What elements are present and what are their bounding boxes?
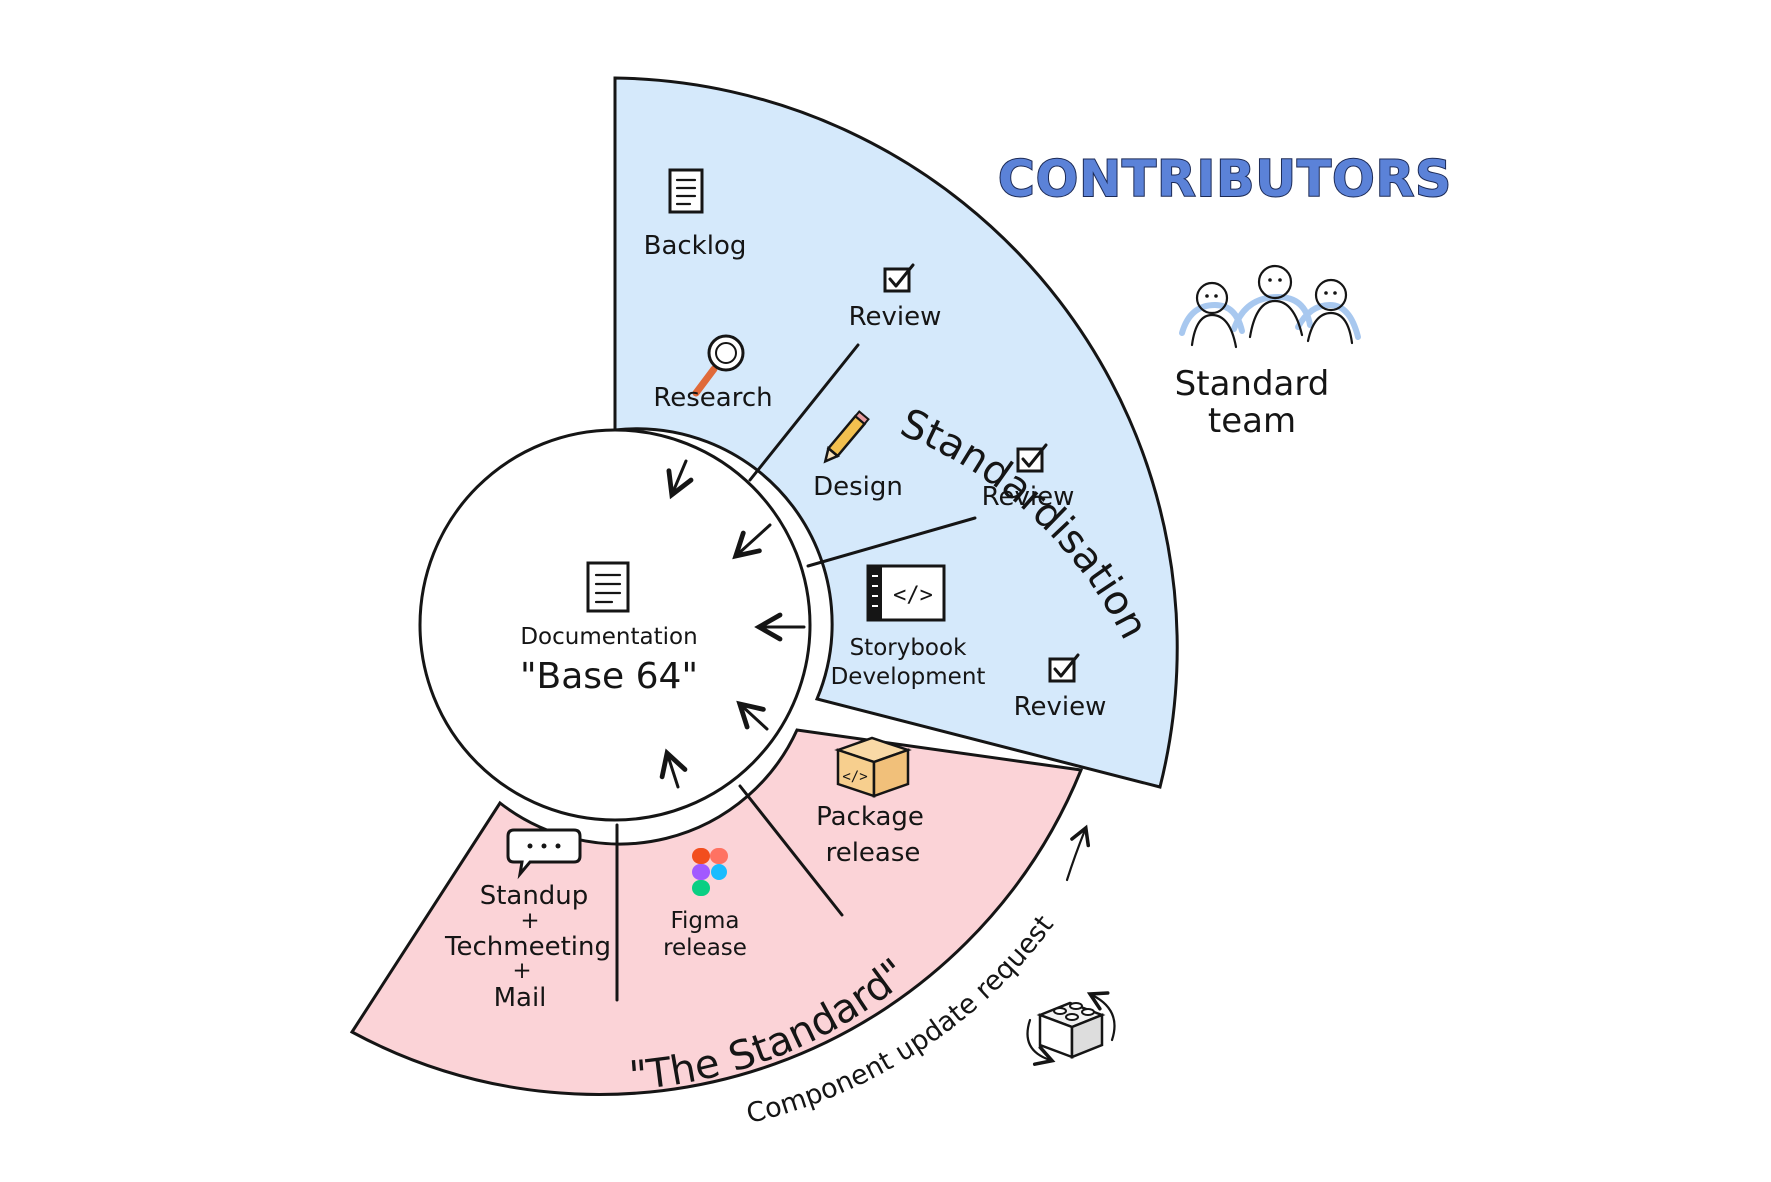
figma-label: Figma: [670, 908, 739, 934]
divider-line-1: [748, 343, 860, 482]
backlog-label: Backlog: [644, 231, 747, 261]
storybook-label: Storybook: [850, 635, 968, 661]
mail-label: Mail: [494, 983, 547, 1013]
center-circle: [418, 428, 812, 822]
arrow-to-center-2: [732, 523, 772, 560]
package-box-icon: </>: [834, 736, 912, 798]
techmeeting-label: Techmeeting: [444, 932, 611, 962]
figma-release-label: release: [663, 935, 747, 961]
documentation-label: Documentation: [520, 624, 697, 650]
backlog-icon: [668, 168, 704, 214]
checkbox-icon: [883, 263, 915, 293]
checkbox-icon: [1016, 443, 1048, 473]
review-label-2: Review: [982, 482, 1075, 512]
contributors-title: CONTRIBUTORS: [998, 150, 1452, 208]
svg-text:</>: </>: [842, 769, 867, 785]
standard-team-label-1: Standard: [1175, 364, 1330, 404]
base64-label: "Base 64": [520, 656, 698, 697]
plus-label-1: +: [520, 908, 539, 934]
development-label: Development: [831, 664, 986, 690]
arrow-to-center-4: [736, 700, 769, 731]
update-request-arrow: [1065, 824, 1091, 882]
plus-label-2: +: [512, 958, 531, 984]
document-icon: [586, 561, 630, 613]
review-label-3: Review: [1014, 692, 1107, 722]
standard-team-label-2: team: [1208, 401, 1296, 441]
code-window-icon: </>: [866, 564, 946, 622]
magnifier-icon: [692, 334, 745, 397]
standardisation-sector: [613, 76, 1179, 789]
standard-sector: [349, 728, 1084, 1096]
people-icon: [1179, 264, 1361, 349]
research-label: Research: [653, 383, 772, 413]
figma-icon: [692, 848, 728, 896]
arrow-to-center-5: [659, 748, 688, 789]
package-label: Package: [816, 802, 924, 832]
divider-line-4: [738, 784, 844, 917]
review-label-1: Review: [849, 302, 942, 332]
standup-label: Standup: [480, 881, 589, 911]
divider-line-2: [806, 516, 977, 568]
speech-bubble-icon: [506, 828, 582, 880]
design-label: Design: [813, 472, 903, 502]
pencil-icon: [823, 410, 870, 464]
svg-text:</>: </>: [893, 583, 933, 608]
checkbox-icon: [1048, 653, 1080, 683]
lego-brick-icon: [1026, 991, 1116, 1066]
arrow-to-center-1: [666, 459, 694, 500]
package-release-label: release: [826, 838, 921, 868]
